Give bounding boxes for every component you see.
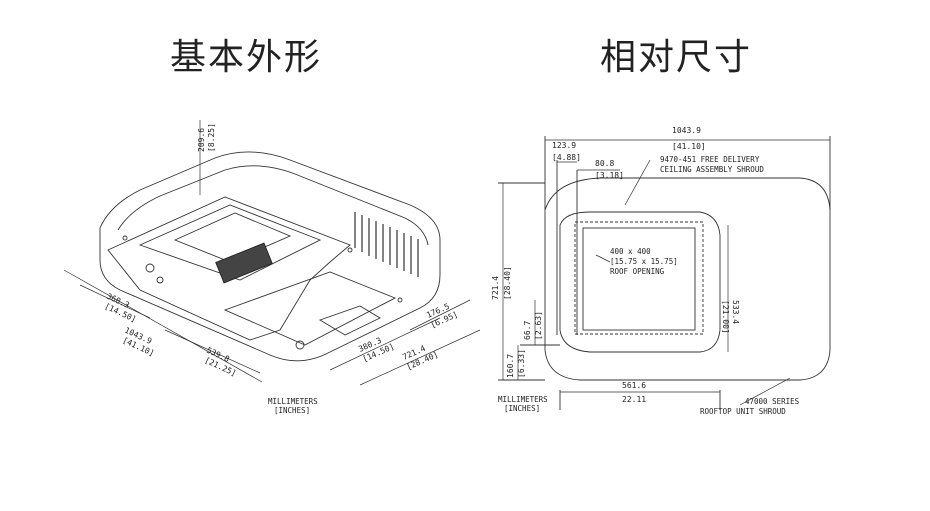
title-relative-dimensions: 相对尺寸 xyxy=(600,37,753,78)
plan-width-total-in: [41.10] xyxy=(672,142,706,151)
iso-units-in: [INCHES] xyxy=(274,406,310,415)
plan-opening-height-in: [21.00] xyxy=(721,300,730,334)
isometric-unit-drawing xyxy=(99,151,441,362)
plan-opening-height-mm: 533.4 xyxy=(731,300,740,324)
series-label-line-1: 47000 SERIES xyxy=(745,397,800,406)
opening-label-text: ROOF OPENING xyxy=(610,267,665,276)
plan-height-total-mm: 721.4 xyxy=(491,276,500,300)
iso-height-mm: 209.6 xyxy=(197,128,206,152)
iso-height-in: [8.25] xyxy=(207,123,216,152)
plan-units-in: [INCHES] xyxy=(504,404,540,413)
plan-b-mm: 160.7 xyxy=(506,354,515,378)
iso-units-mm: MILLIMETERS xyxy=(268,397,318,406)
shroud-note-line-2: CEILING ASSEMBLY SHROUD xyxy=(660,165,764,174)
isometric-dimension-lines xyxy=(63,120,481,386)
plan-b-in: [6.33] xyxy=(517,349,526,378)
shroud-note-line-1: 9470-451 FREE DELIVERY xyxy=(660,155,760,164)
plan-dimension-lines xyxy=(502,139,830,406)
plan-gap-mm: 80.8 xyxy=(595,159,614,168)
plan-units-mm: MILLIMETERS xyxy=(498,395,548,404)
plan-gap-in: [3.18] xyxy=(595,171,624,180)
plan-view-drawing xyxy=(498,136,831,410)
title-basic-shape: 基本外形 xyxy=(170,37,323,78)
opening-label-size-in: [15.75 x 15.75] xyxy=(610,257,678,266)
series-label-line-2: ROOFTOP UNIT SHROUD xyxy=(700,407,786,416)
plan-left-offset-in: [4.88] xyxy=(552,153,581,162)
plan-width-total-mm: 1043.9 xyxy=(672,126,701,135)
plan-height-total-in: [28.40] xyxy=(503,266,512,300)
plan-left-offset-mm: 123.9 xyxy=(552,141,576,150)
plan-a-mm: 66.7 xyxy=(523,321,532,340)
plan-a-in: [2.63] xyxy=(534,311,543,340)
plan-opening-width-mm: 561.6 xyxy=(622,381,646,390)
opening-label-size: 400 x 400 xyxy=(610,247,651,256)
plan-opening-width-in: 22.11 xyxy=(622,395,646,404)
vent-grille xyxy=(354,212,419,277)
